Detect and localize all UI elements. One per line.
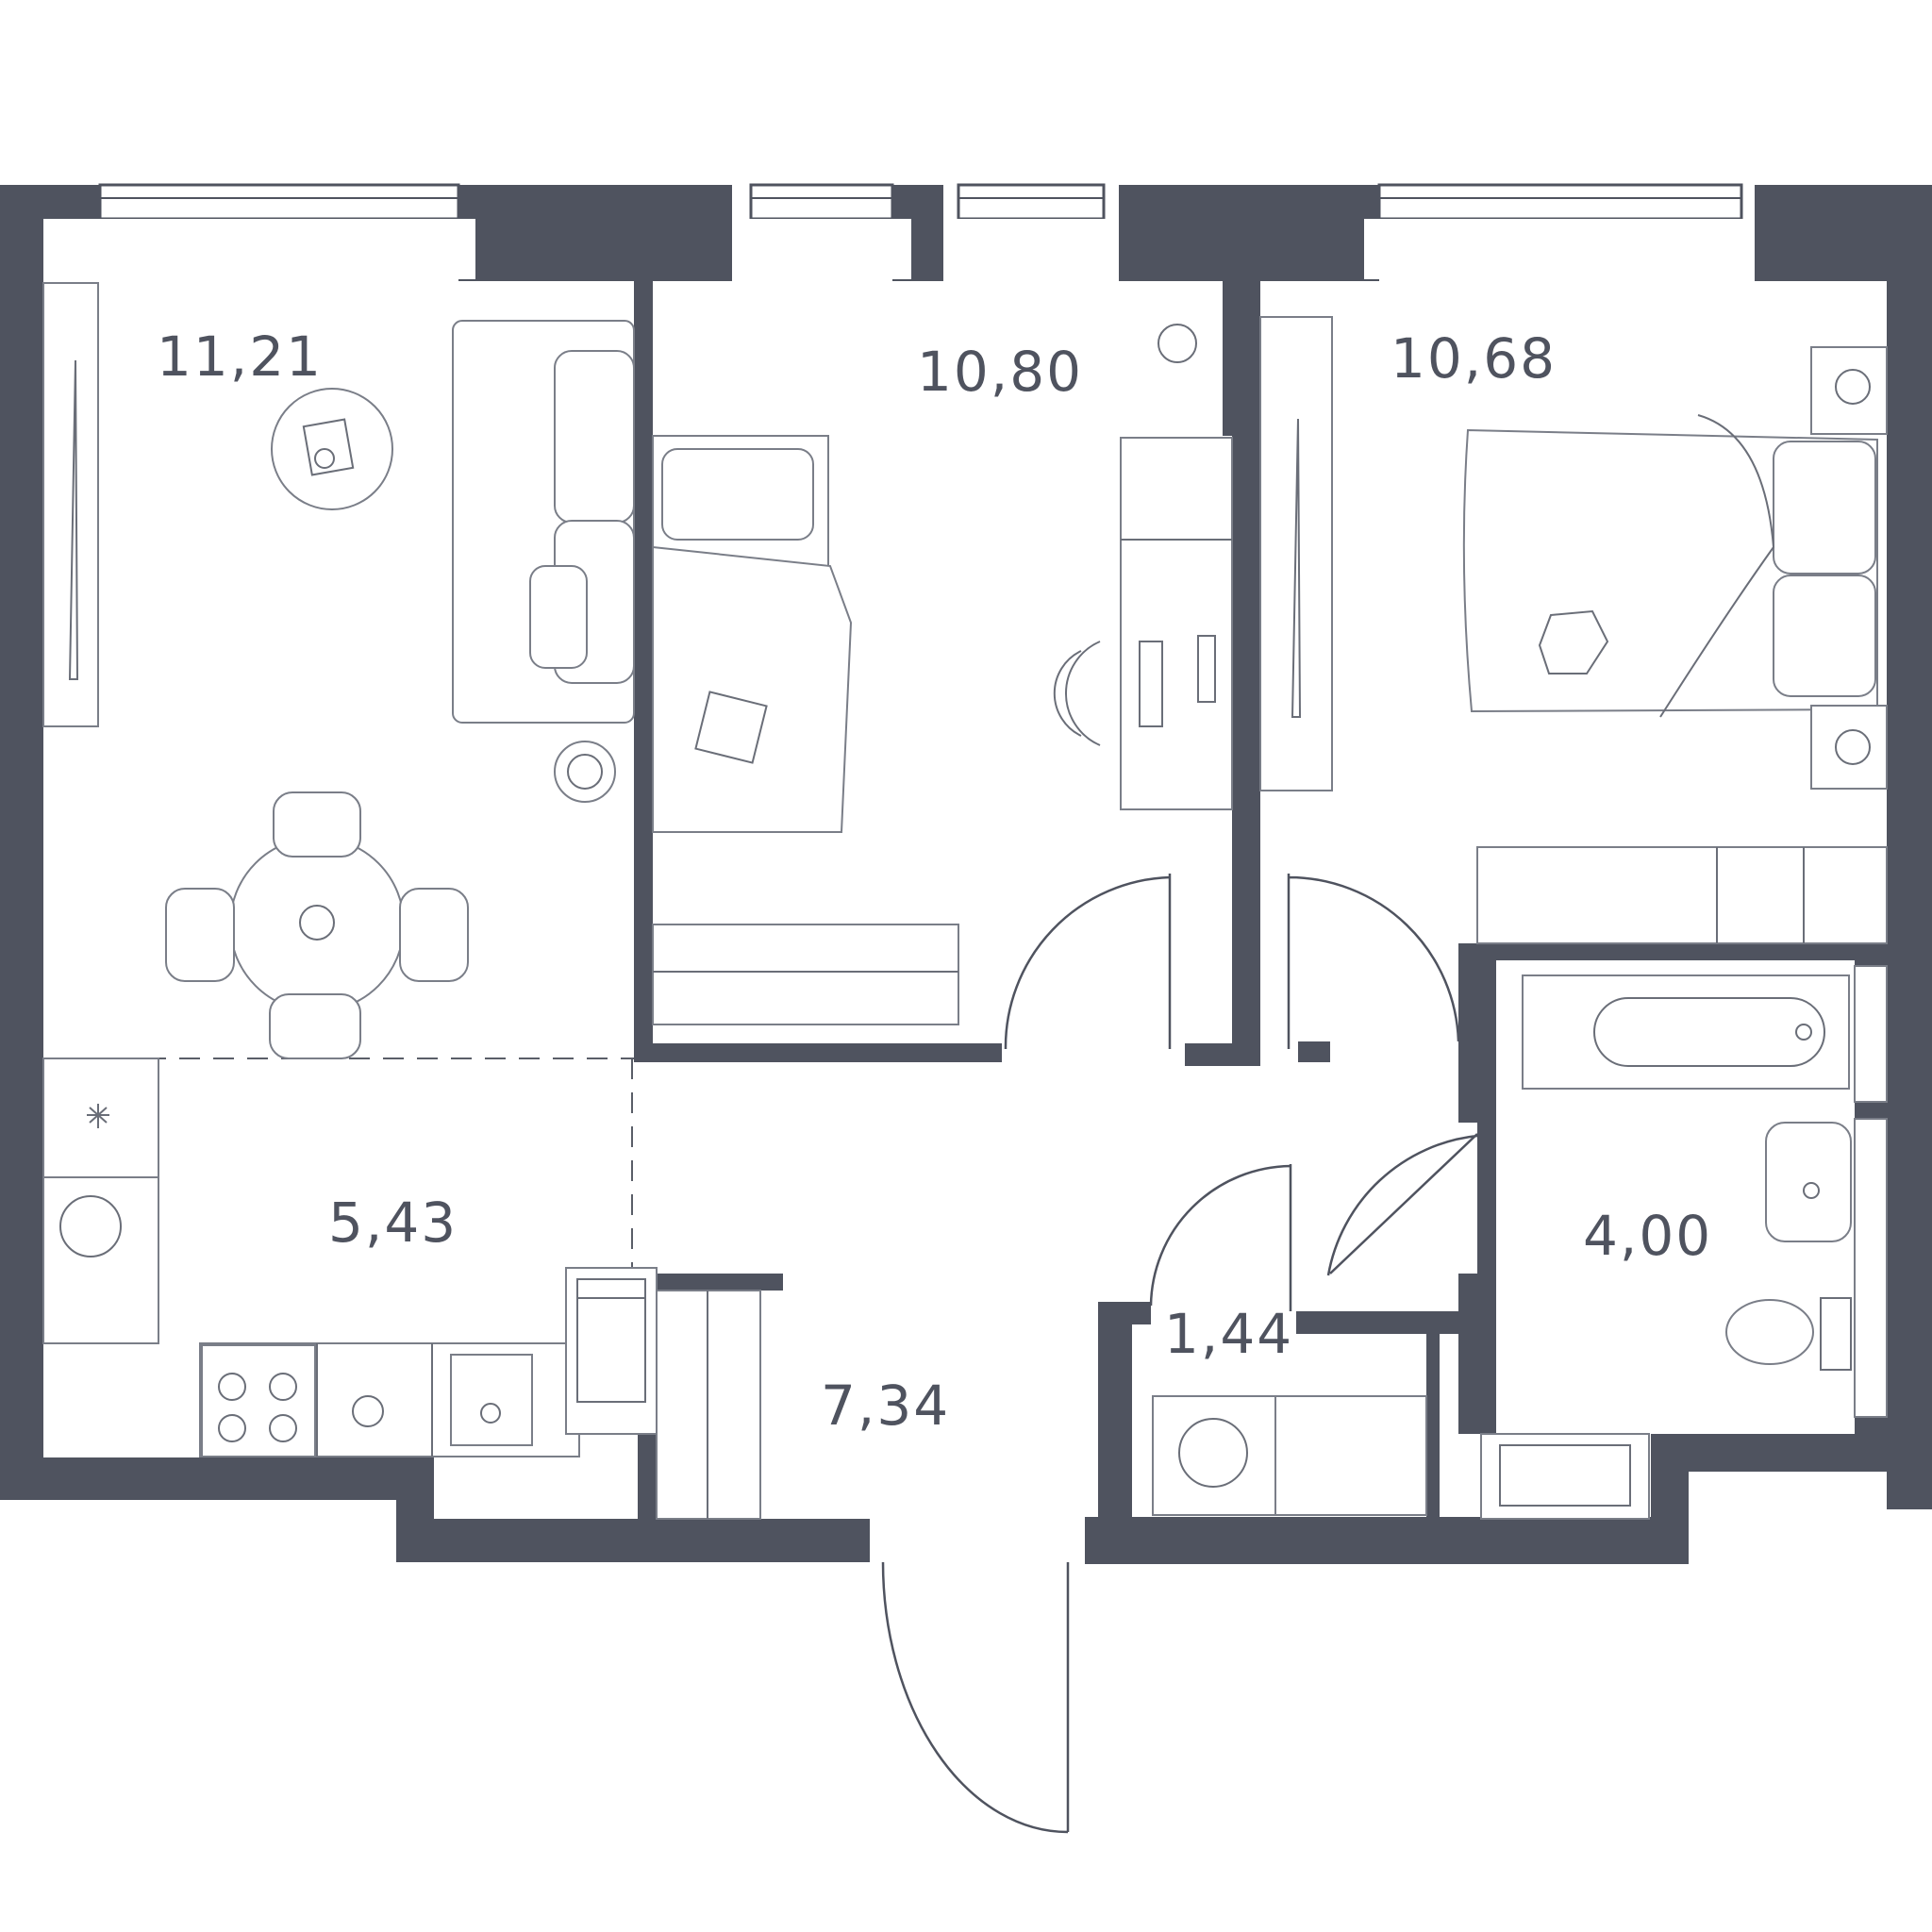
bathroom-fixtures <box>1480 965 1888 1520</box>
laundry-fixtures <box>1152 1395 1427 1516</box>
coffee-table <box>271 388 393 510</box>
living-room-area: 11,21 <box>157 325 323 389</box>
desk <box>1120 437 1233 810</box>
dining-table <box>229 837 405 1012</box>
bedroom-right-area: 10,68 <box>1391 326 1557 391</box>
hallway-wardrobe <box>656 1290 761 1520</box>
living-room-furniture <box>42 282 635 1059</box>
windows <box>87 183 1755 279</box>
bedroom-left-furniture <box>652 324 1233 1025</box>
floor-lamp <box>554 741 616 803</box>
ball <box>1158 324 1197 363</box>
bathroom-area: 4,00 <box>1583 1204 1712 1268</box>
bedroom-right-furniture <box>1259 316 1888 944</box>
kitchen-area: 5,43 <box>328 1191 458 1255</box>
wardrobe <box>1476 846 1888 944</box>
sink <box>450 1354 533 1446</box>
washing-machine <box>1152 1395 1276 1516</box>
wardrobe <box>652 924 959 1025</box>
kitchen-furniture <box>42 1058 658 1457</box>
zone-divider <box>43 1058 634 1274</box>
doors <box>881 874 1478 1834</box>
fridge <box>565 1267 658 1435</box>
hallway-area: 7,34 <box>821 1374 950 1438</box>
laundry-area: 1,44 <box>1164 1302 1293 1366</box>
chair <box>273 791 361 858</box>
toilet <box>1725 1299 1814 1365</box>
hob-burner <box>218 1373 246 1401</box>
bathtub <box>1522 974 1850 1090</box>
area-labels: 11,21 10,80 10,68 5,43 7,34 1,44 4,00 <box>157 325 1712 1438</box>
bedroom-left-area: 10,80 <box>917 340 1083 404</box>
nightstand <box>1810 346 1888 435</box>
bathroom-sink <box>1765 1122 1852 1242</box>
